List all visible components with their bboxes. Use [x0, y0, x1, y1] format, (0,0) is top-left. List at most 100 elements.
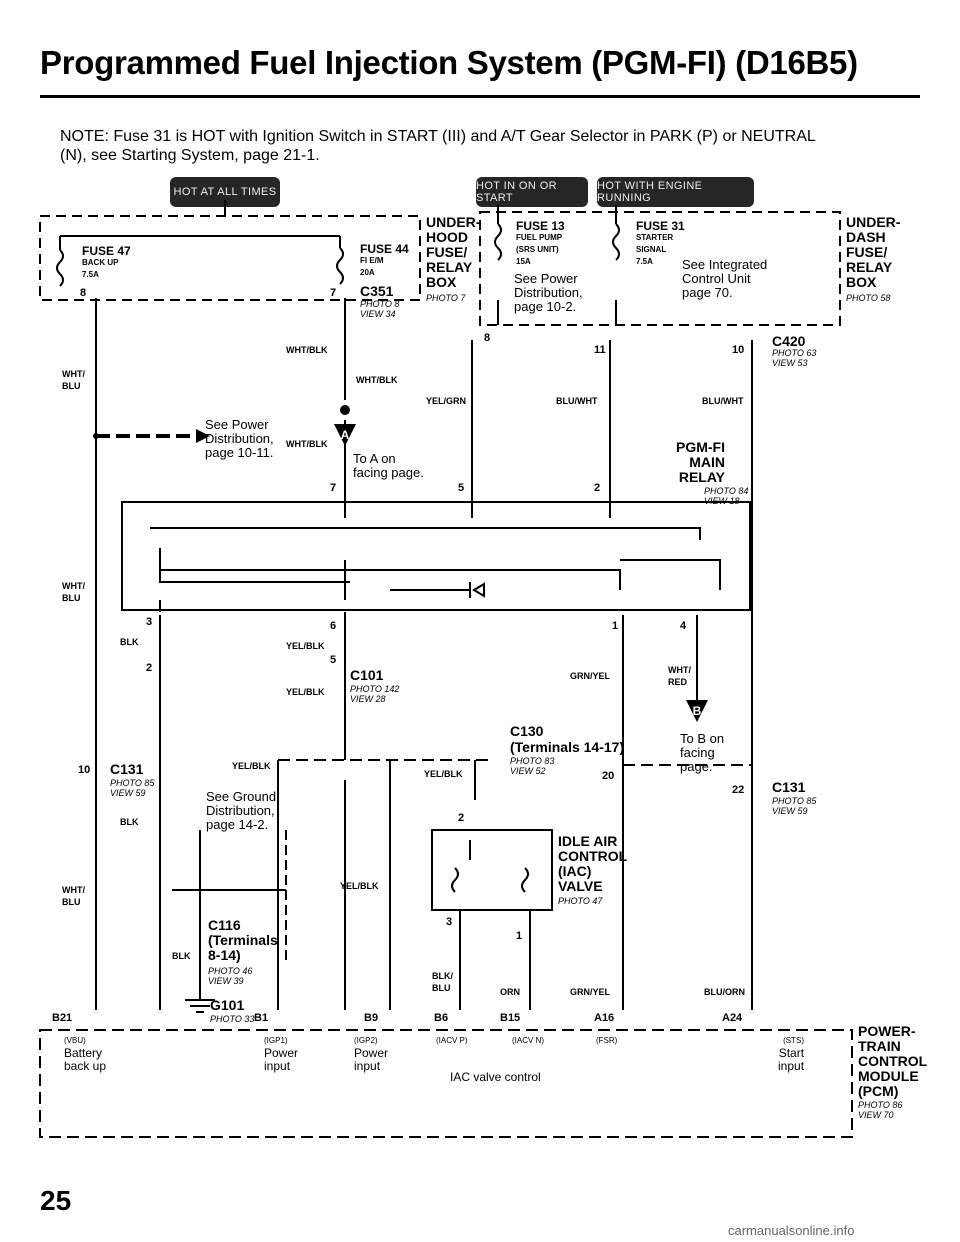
g101-label: G101	[210, 997, 245, 1013]
note-text: NOTE: Fuse 31 is HOT with Ignition Switc…	[60, 128, 816, 164]
wire-label-orn: ORN	[500, 987, 520, 997]
fuse-13-symbol	[494, 223, 502, 261]
pin-7-c351: 7	[330, 287, 337, 299]
title-rule	[40, 95, 920, 98]
iac-valve-box	[431, 829, 553, 911]
pin-7-relay: 7	[330, 482, 337, 494]
page-number: 25	[40, 1185, 72, 1216]
wire-label-wht-red: WHT/RED	[668, 665, 691, 687]
pin-1-c101: 1	[612, 620, 619, 632]
pin-b1: B1	[254, 1012, 269, 1024]
wire-label-wht-blu-1: WHT/BLU	[62, 369, 85, 391]
wire-label-yel-grn: YEL/GRN	[426, 396, 467, 406]
wire-label-yel-blk-4: YEL/BLK	[424, 769, 463, 779]
pin-20-c131: 20	[602, 770, 615, 782]
connector-a-arrow	[334, 424, 356, 446]
pcm-input-iacv-n: (IACV N)	[512, 1036, 544, 1045]
c130-label: C130	[510, 723, 544, 739]
fuse-31-symbol	[612, 223, 620, 261]
wire-label-wht-blu-2: WHT/BLU	[62, 581, 85, 603]
pin-11-c420: 11	[594, 344, 606, 356]
iac-valve-photo: PHOTO 47	[558, 896, 603, 906]
fuse-44-symbol	[336, 247, 344, 285]
wire-label-blk-blu: BLK/BLU	[432, 971, 453, 993]
pcm-iac-valve-control: IAC valve control	[450, 1070, 541, 1084]
wire-label-blu-wht-2: BLU/WHT	[702, 396, 744, 406]
pin-4-c101: 4	[680, 620, 687, 632]
page-title: Programmed Fuel Injection System (PGM-FI…	[40, 44, 858, 81]
pin-5-relay: 5	[458, 482, 465, 494]
pin-2-relay: 2	[594, 482, 601, 494]
pcm-input-fsr: (FSR)	[596, 1036, 618, 1045]
pin-b21: B21	[52, 1012, 73, 1024]
wire-label-blu-wht-1: BLU/WHT	[556, 396, 598, 406]
wire-label-yel-blk-3: YEL/BLK	[232, 761, 271, 771]
marker-b-text: B	[693, 704, 702, 718]
pin-22-c131: 22	[732, 784, 745, 796]
pin-3-iac: 3	[446, 916, 453, 928]
pin-2-iac: 2	[458, 812, 465, 824]
pgmfi-relay-box	[121, 501, 751, 611]
pin-a16: A16	[594, 1012, 615, 1024]
pin-b6: B6	[434, 1012, 449, 1024]
c420-label: C420	[772, 333, 806, 349]
fuse-47-symbol	[56, 249, 64, 287]
wire-label-blk-2: BLK	[120, 817, 139, 827]
wire-label-wht-blk-1: WHT/BLK	[286, 345, 328, 355]
pin-5-c101: 5	[330, 654, 337, 666]
pcm-input-iacv-p: (IACV P)	[436, 1036, 468, 1045]
wire-label-wht-blu-3: WHT/BLU	[62, 885, 85, 907]
wire-label-blk-1: BLK	[120, 637, 139, 647]
c351-label: C351	[360, 283, 394, 299]
pin-3-c101: 3	[146, 616, 153, 628]
connector-b-arrow	[686, 700, 708, 722]
tab-hot-with-engine-running: HOT WITH ENGINE RUNNING	[597, 177, 754, 207]
wire-label-wht-blk-2: WHT/BLK	[356, 375, 398, 385]
underdash-box-outline	[479, 211, 841, 326]
pcm-box-outline	[39, 1029, 853, 1138]
c101-label: C101	[350, 667, 384, 683]
pin-6-c101: 6	[330, 620, 337, 632]
wire-label-yel-blk-2: YEL/BLK	[286, 687, 325, 697]
pin-1-iac: 1	[516, 930, 523, 942]
wire-label-grn-yel-1: GRN/YEL	[570, 671, 611, 681]
c130-terminals: (Terminals 14-17)	[510, 739, 625, 755]
underhood-photo: PHOTO 7	[426, 293, 466, 303]
pin-b15: B15	[500, 1012, 521, 1024]
wire-label-yel-blk-1: YEL/BLK	[286, 641, 325, 651]
marker-a-text: A	[341, 428, 350, 442]
pin-b9: B9	[364, 1012, 379, 1024]
pin-8-fuse47: 8	[80, 287, 87, 299]
watermark: carmanualsonline.info	[728, 1223, 855, 1238]
wire-label-blk-3: BLK	[172, 951, 191, 961]
wire-label-wht-blk-3: WHT/BLK	[286, 439, 328, 449]
pin-a24: A24	[722, 1012, 743, 1024]
c131-right-label: C131	[772, 779, 806, 795]
c131-left-label: C131	[110, 761, 144, 777]
